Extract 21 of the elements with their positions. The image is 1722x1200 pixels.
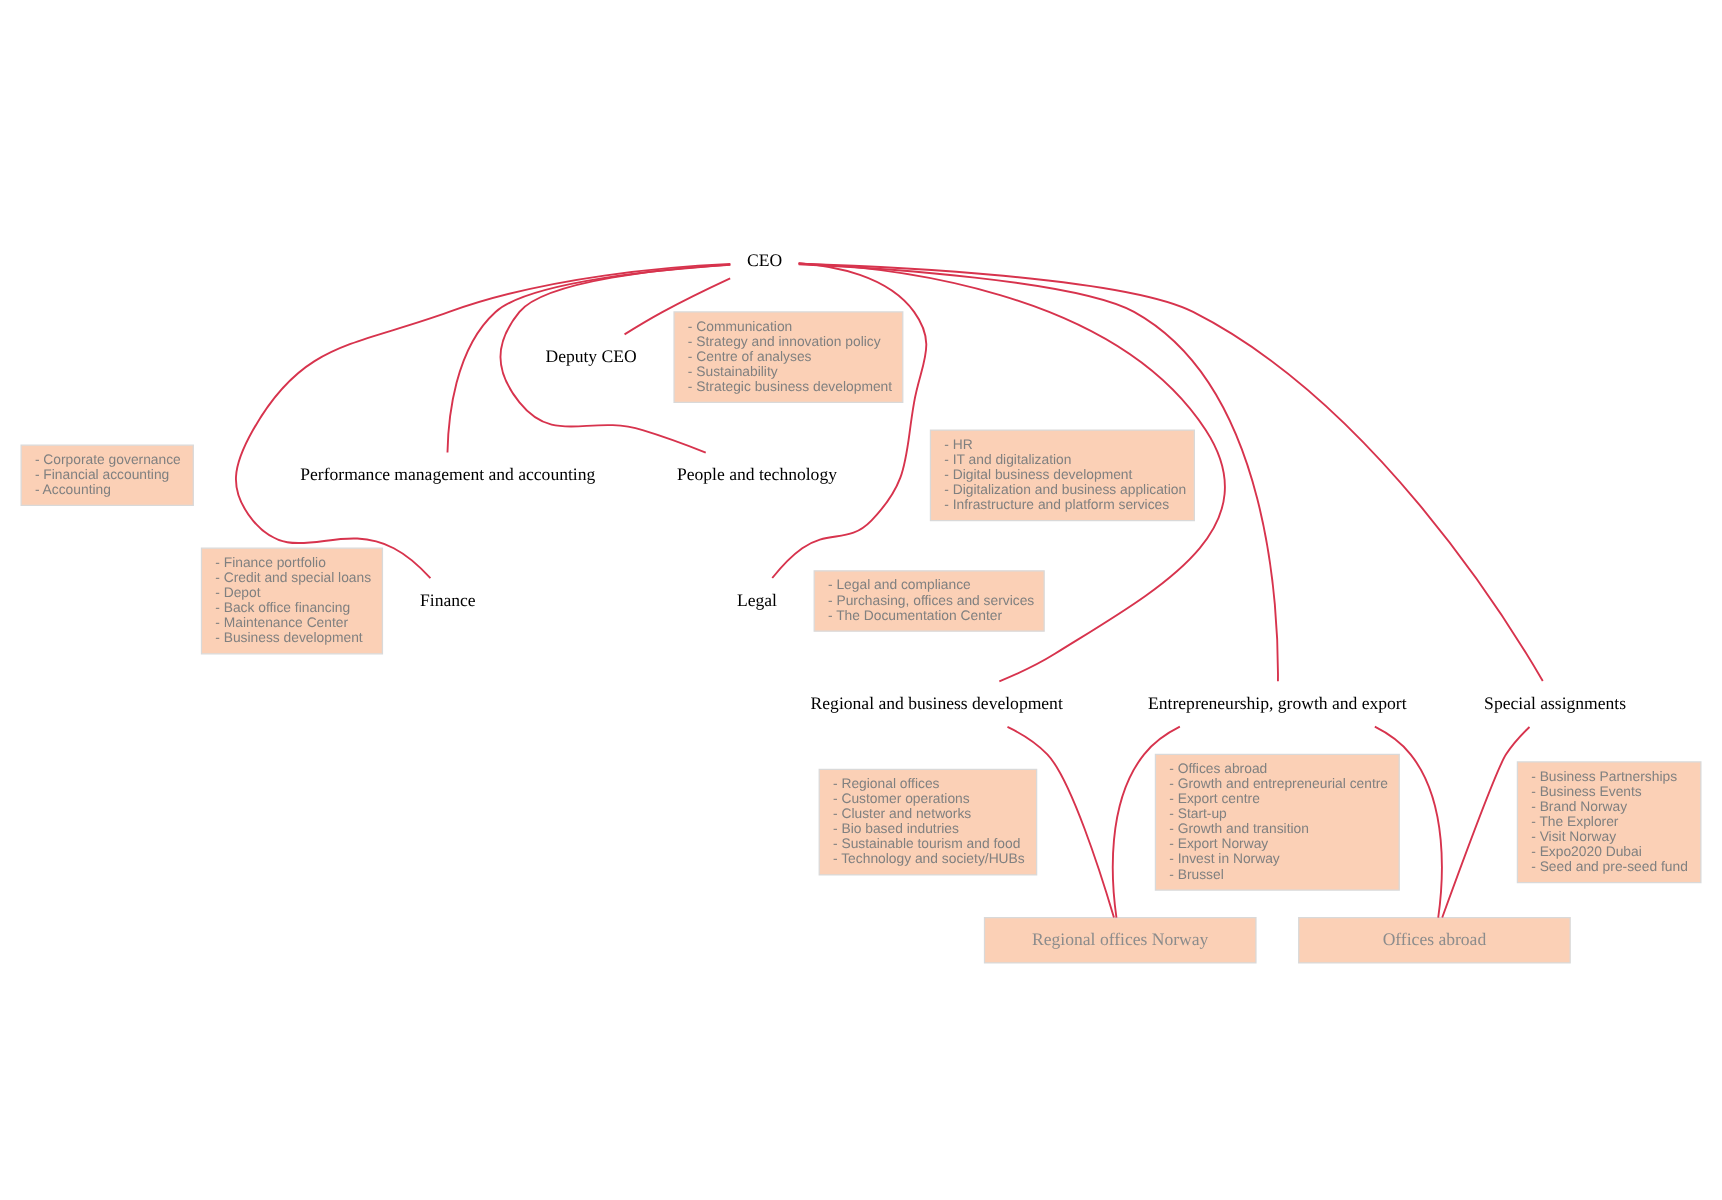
node-text: Performance management and accounting (300, 462, 596, 483)
connector (1006, 724, 1115, 918)
node-text: Regional and business development (810, 691, 1063, 712)
connector (1373, 724, 1443, 918)
node-text: Special assignments (1484, 691, 1627, 712)
node-text: Finance (420, 588, 476, 609)
node-text: CEO (746, 249, 783, 270)
connector (499, 262, 732, 453)
connector (1441, 725, 1531, 918)
node-text: Entrepreneurship, growth and export (1148, 691, 1407, 712)
connector (1111, 724, 1181, 918)
node-text: Legal (737, 588, 777, 609)
node-box: Offices abroad (1298, 916, 1571, 963)
node-box: Regional offices Norway (983, 916, 1257, 963)
connector (771, 261, 928, 578)
connector (797, 261, 1544, 681)
node-text: Deputy CEO (545, 344, 637, 365)
connector (623, 276, 732, 335)
node-text: People and technology (677, 462, 837, 483)
connector (235, 262, 732, 579)
connector (446, 262, 732, 453)
